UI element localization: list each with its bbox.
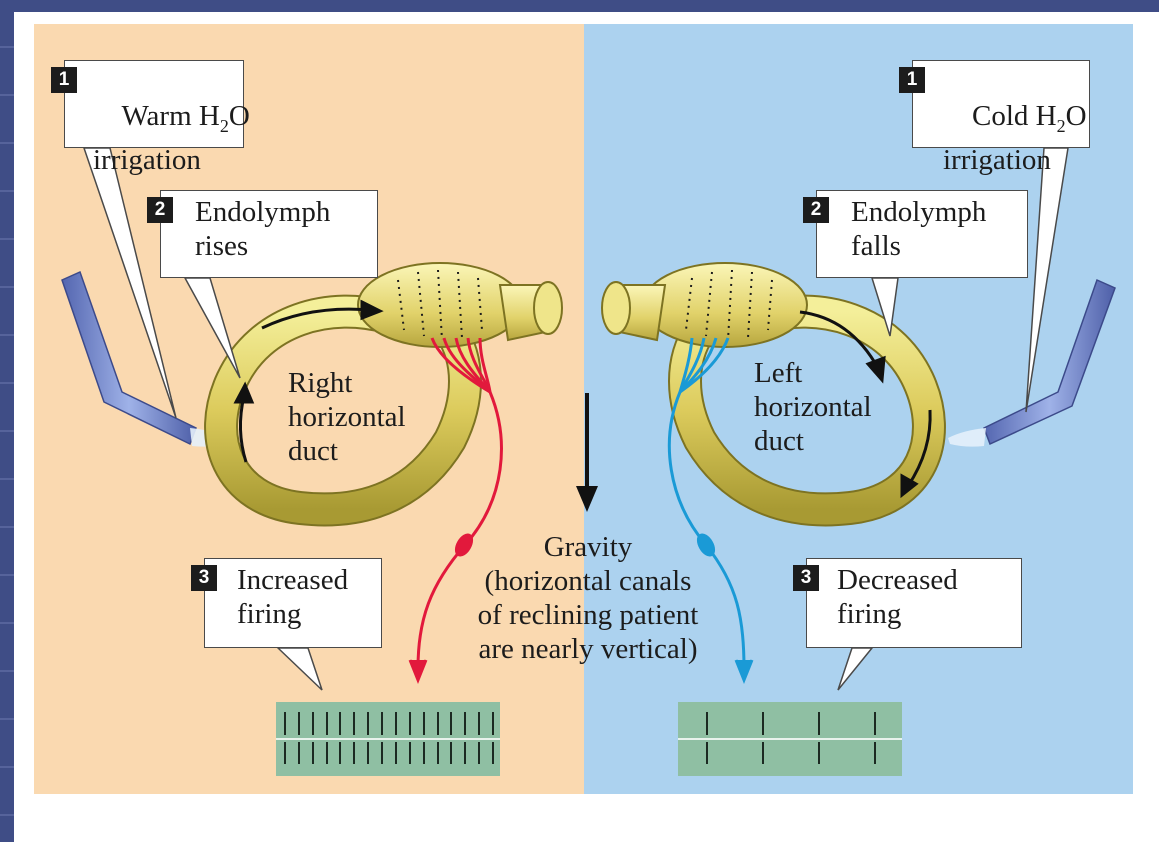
step-2-badge: 2 [147, 197, 173, 223]
spike-mark [492, 742, 494, 764]
spike-mark [450, 712, 452, 734]
spike-mark [464, 712, 466, 734]
step-2-badge: 2 [803, 197, 829, 223]
spike-mark [339, 742, 341, 764]
spike-mark [298, 712, 300, 734]
spike-mark [450, 742, 452, 764]
spike-mark [367, 712, 369, 734]
step-3-badge: 3 [793, 565, 819, 591]
cold-irrigation-subscript: 2 [1057, 116, 1066, 136]
right-duct-label: Right horizontal duct [288, 366, 406, 468]
spike-mark [874, 742, 876, 764]
spike-mark [437, 742, 439, 764]
decreased-firing-callout: 3 Decreased firing [806, 558, 1022, 648]
spike-mark [326, 712, 328, 734]
step-1-badge: 1 [899, 67, 925, 93]
spike-mark [409, 742, 411, 764]
warm-irrigation-line1: Warm H [121, 100, 219, 132]
spike-mark [423, 712, 425, 734]
spike-mark [762, 742, 764, 764]
warm-irrigation-subscript: 2 [220, 116, 229, 136]
step-1-badge: 1 [51, 67, 77, 93]
cold-irrigation-line1-end: O [1066, 100, 1087, 132]
step-3-badge: 3 [191, 565, 217, 591]
spike-mark [312, 742, 314, 764]
gravity-label: Gravity (horizontal canals of reclining … [438, 530, 738, 666]
spike-mark [381, 712, 383, 734]
spike-mark [492, 712, 494, 734]
spike-mark [395, 742, 397, 764]
spike-mark [284, 712, 286, 734]
endolymph-rises-text: Endolymph rises [195, 195, 330, 263]
spike-mark [437, 712, 439, 734]
spike-mark [464, 742, 466, 764]
spike-mark [706, 742, 708, 764]
spike-mark [423, 742, 425, 764]
increased-firing-callout: 3 Increased firing [204, 558, 382, 648]
spike-mark [395, 712, 397, 734]
spike-mark [478, 742, 480, 764]
gravity-arrow-icon [576, 393, 598, 512]
spike-mark [818, 742, 820, 764]
increased-firing-trace [276, 702, 500, 776]
spike-mark [762, 712, 764, 734]
left-duct-label: Left horizontal duct [754, 356, 872, 458]
spike-mark [706, 712, 708, 734]
spike-mark [367, 742, 369, 764]
cold-irrigation-line1: Cold H [972, 100, 1057, 132]
endolymph-rises-callout: 2 Endolymph rises [160, 190, 378, 278]
endolymph-falls-callout: 2 Endolymph falls [816, 190, 1028, 278]
spike-mark [353, 742, 355, 764]
spike-mark [339, 712, 341, 734]
spike-mark [478, 712, 480, 734]
warm-irrigation-line1-end: O [229, 100, 250, 132]
trace-baseline [678, 738, 902, 740]
increased-firing-text: Increased firing [237, 563, 348, 631]
decreased-firing-trace [678, 702, 902, 776]
spike-mark [326, 742, 328, 764]
spike-mark [874, 712, 876, 734]
decreased-firing-text: Decreased firing [837, 563, 958, 631]
warm-irrigation-line2: irrigation [93, 144, 201, 176]
spike-mark [353, 712, 355, 734]
trace-baseline [276, 738, 500, 740]
endolymph-falls-text: Endolymph falls [851, 195, 986, 263]
spike-mark [381, 742, 383, 764]
spike-mark [298, 742, 300, 764]
spike-mark [284, 742, 286, 764]
spike-mark [312, 712, 314, 734]
spike-mark [409, 712, 411, 734]
spike-mark [818, 712, 820, 734]
cold-irrigation-line2: irrigation [943, 144, 1051, 176]
